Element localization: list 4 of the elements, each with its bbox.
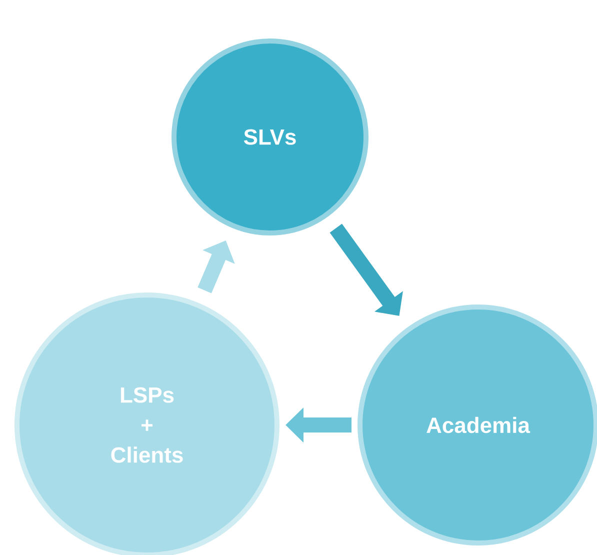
circle-node: Academia: [358, 304, 597, 546]
block-arrow: [330, 224, 403, 316]
circle-node: LSPs + Clients: [14, 292, 280, 555]
circle-node: SLVs: [172, 38, 368, 236]
